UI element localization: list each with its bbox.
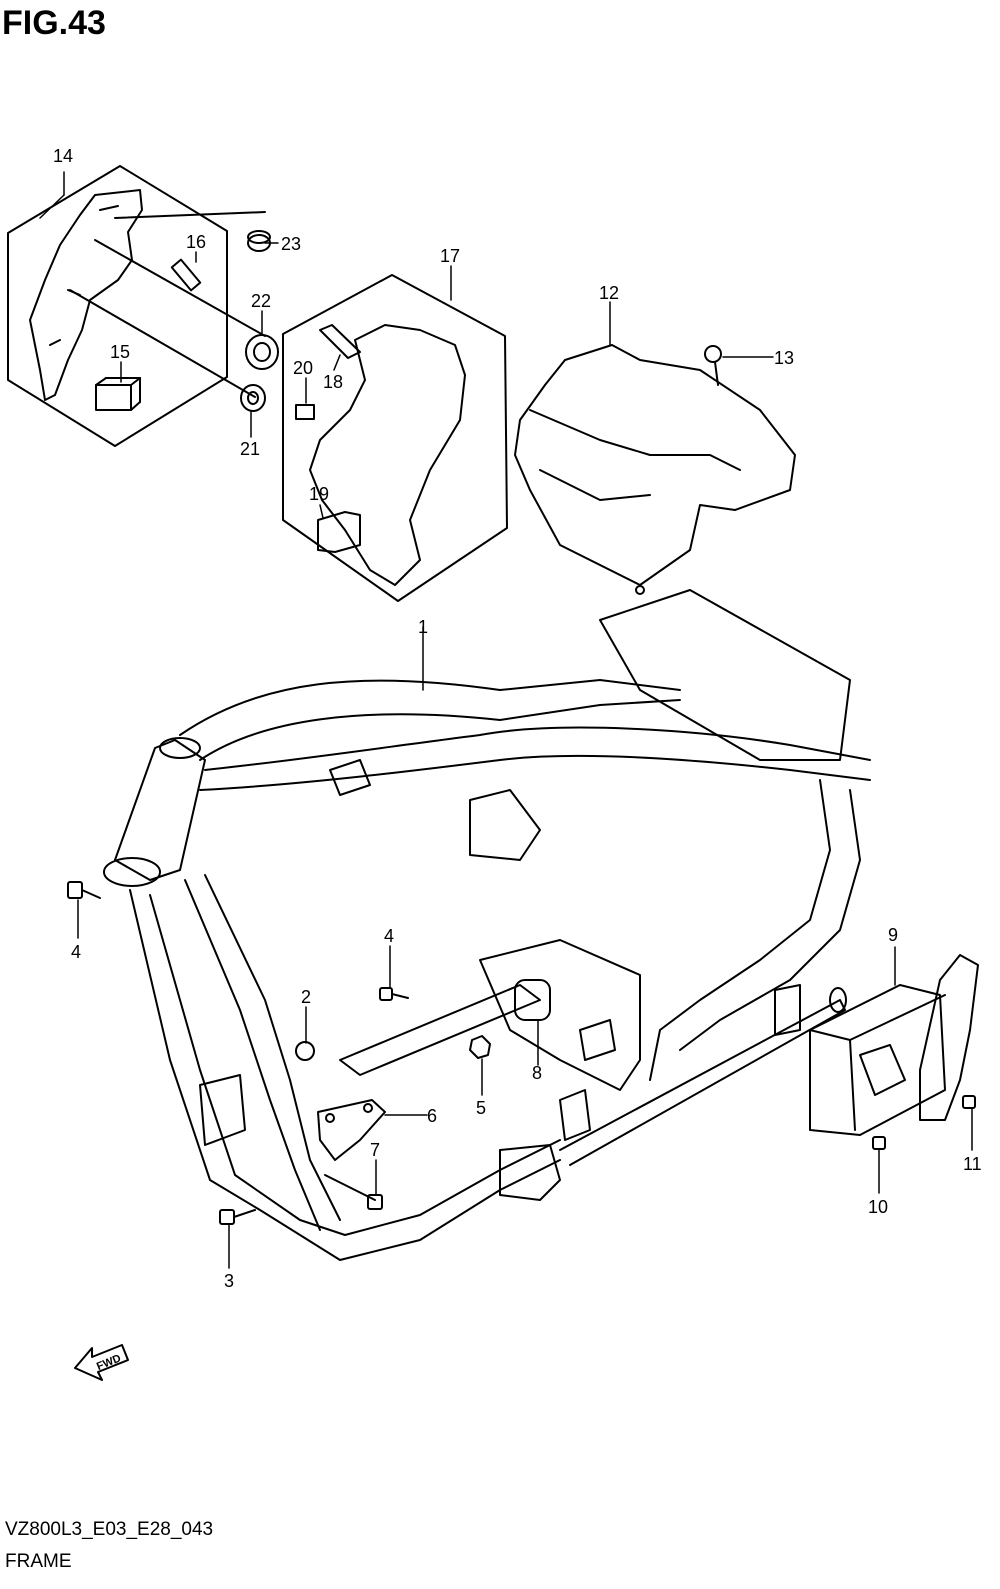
bolt-part-10 xyxy=(872,1136,886,1150)
pad-part-20 xyxy=(295,404,315,420)
bolt-part-4-left xyxy=(67,881,101,899)
bolt-part-3 xyxy=(219,1209,256,1225)
callout-15: 15 xyxy=(110,342,130,362)
callout-21: 21 xyxy=(240,439,260,459)
grommet-part-22 xyxy=(245,334,279,370)
bolt-part-4-center xyxy=(379,987,409,1001)
callout-23: 23 xyxy=(281,234,301,254)
cushion-part-15 xyxy=(95,384,132,411)
callout-leaders xyxy=(39,171,973,1269)
collar-part-21 xyxy=(240,384,266,412)
bolt-part-11 xyxy=(962,1095,976,1109)
bracket-part-9 xyxy=(809,954,979,1136)
callout-4-left: 4 xyxy=(71,942,81,962)
fwd-arrow-icon xyxy=(74,1344,129,1381)
bolt-part-13 xyxy=(704,345,722,363)
band-part-19 xyxy=(317,511,361,553)
holder-part-18 xyxy=(319,324,361,359)
callout-20: 20 xyxy=(293,358,313,378)
callout-10: 10 xyxy=(868,1197,888,1217)
figure-title: FIG.43 xyxy=(2,4,106,42)
callout-13: 13 xyxy=(774,348,794,368)
battery-cover-group-box xyxy=(282,274,508,602)
callout-1: 1 xyxy=(418,617,428,637)
callout-19: 19 xyxy=(309,484,329,504)
callout-14: 14 xyxy=(53,146,73,166)
figure-name: FRAME xyxy=(5,1551,72,1572)
callout-5: 5 xyxy=(476,1098,486,1118)
figure-code: VZ800L3_E03_E28_043 xyxy=(5,1519,214,1540)
callout-labels: 14 16 23 22 15 21 17 20 18 19 12 13 1 4 … xyxy=(53,146,982,1373)
callout-17: 17 xyxy=(440,246,460,266)
nut-part-5 xyxy=(469,1035,491,1059)
side-cover-part xyxy=(29,189,143,401)
callout-6: 6 xyxy=(427,1106,437,1126)
main-frame-part-1 xyxy=(103,589,871,1261)
callout-8: 8 xyxy=(532,1063,542,1083)
callout-9: 9 xyxy=(888,925,898,945)
cover-part-17 xyxy=(309,324,466,586)
cap-part-2 xyxy=(295,1041,315,1061)
callout-12: 12 xyxy=(599,283,619,303)
callout-2: 2 xyxy=(301,987,311,1007)
callout-11-label: 11 xyxy=(963,1154,982,1174)
callout-4-center: 4 xyxy=(384,926,394,946)
callout-7: 7 xyxy=(370,1140,380,1160)
bolt-part-7 xyxy=(324,1174,383,1210)
side-cover-group-box xyxy=(7,165,279,447)
battery-tray-part-12 xyxy=(514,344,796,595)
callout-22: 22 xyxy=(251,291,271,311)
callout-3: 3 xyxy=(224,1271,234,1291)
callout-18: 18 xyxy=(323,372,343,392)
bracket-part-6 xyxy=(317,1099,386,1161)
callout-16: 16 xyxy=(186,232,206,252)
tape-part-16 xyxy=(170,258,202,292)
